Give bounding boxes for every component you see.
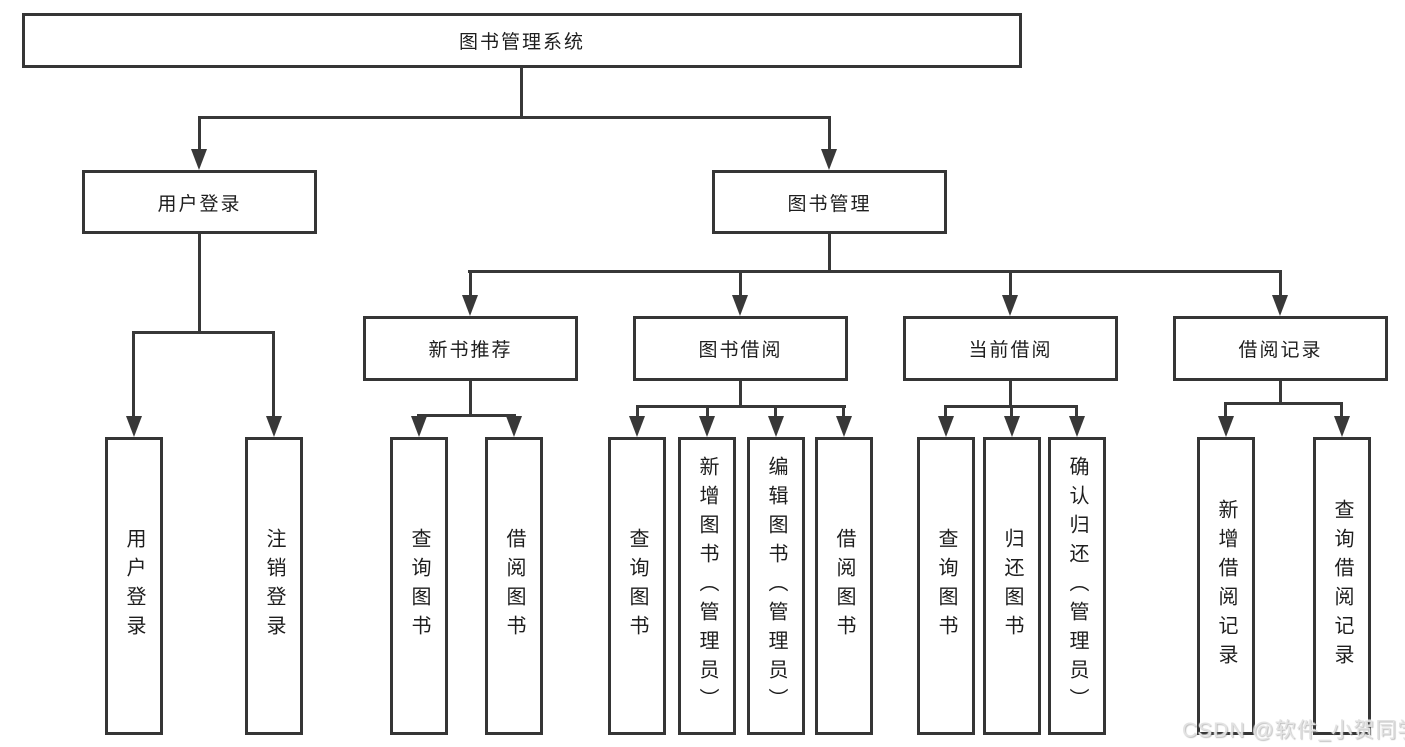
arrow-to-login-leaf1 [126,416,142,437]
connector-sec3-bus [944,405,1078,408]
connector-sec2-stem [739,381,742,408]
node-new-book-recommend: 新书推荐 [363,316,578,381]
leaf-label: 查询图书 [626,528,648,644]
connector-sec1-stem [469,381,472,417]
connector-sec2-l4-stub [842,407,845,417]
leaf-label: 新增图书（管理员） [696,455,718,717]
node-user-login: 用户登录 [82,170,317,234]
node-leaf-edit-books-admin: 编辑图书（管理员） [747,437,805,735]
connector-book-mgmt-stub [828,118,831,150]
leaf-label: 归还图书 [1001,528,1023,644]
node-leaf-borrow-books-recommend: 借阅图书 [485,437,543,735]
arrow-to-borrow-records [1272,295,1288,316]
connector-sec1-stub [469,272,472,297]
node-leaf-user-login: 用户登录 [105,437,163,735]
leaf-label: 编辑图书（管理员） [765,455,787,717]
connector-sec4-stub [1279,272,1282,297]
leaf-label: 借阅图书 [503,528,525,644]
arrow-sec4-leaf2 [1334,416,1350,437]
connector-sec3-l3-stub [1075,407,1078,417]
arrow-to-login-leaf2 [266,416,282,437]
leaf-label: 注销登录 [263,528,285,644]
node-book-management: 图书管理 [712,170,947,234]
leaf-label: 查询借阅记录 [1331,499,1353,673]
connector-login-leaf2-stub [272,333,275,417]
node-leaf-query-books-recommend: 查询图书 [390,437,448,735]
arrow-sec1-leaf2 [506,416,522,437]
connector-level3-bus [468,270,1282,273]
node-library-system: 图书管理系统 [22,13,1022,68]
connector-sec3-l1-stub [944,407,947,417]
connector-login-leaf1-stub [132,333,135,417]
node-leaf-add-borrow-record: 新增借阅记录 [1197,437,1255,735]
node-leaf-confirm-return-admin: 确认归还（管理员） [1048,437,1106,735]
node-book-borrow: 图书借阅 [633,316,848,381]
connector-sec4-l2-stub [1340,404,1343,417]
arrow-sec2-leaf3 [768,416,784,437]
connector-root-stem [520,67,523,118]
connector-mgmt-stem [828,233,831,273]
connector-sec4-l1-stub [1224,404,1227,417]
leaf-label: 确认归还（管理员） [1066,455,1088,717]
node-current-borrow: 当前借阅 [903,316,1118,381]
arrow-sec2-leaf2 [699,416,715,437]
node-leaf-query-books-borrow: 查询图书 [608,437,666,735]
node-leaf-query-books-current: 查询图书 [917,437,975,735]
node-leaf-logout: 注销登录 [245,437,303,735]
connector-sec4-bus [1224,402,1343,405]
connector-sec1-bus [417,414,516,417]
connector-login-stem [198,234,201,334]
connector-sec2-l1-stub [636,407,639,417]
node-borrow-records: 借阅记录 [1173,316,1388,381]
leaf-label: 新增借阅记录 [1215,499,1237,673]
arrow-to-user-login [191,149,207,170]
arrow-to-new-book [462,295,478,316]
csdn-watermark: CSDN @软件_小贺同学 [1182,719,1405,742]
connector-user-login-stub [198,118,201,150]
connector-sec3-stub [1009,272,1012,297]
node-leaf-borrow-books: 借阅图书 [815,437,873,735]
arrow-to-book-borrow [732,295,748,316]
connector-login-bus [132,331,275,334]
arrow-sec3-leaf1 [938,416,954,437]
connector-sec4-stem [1279,381,1282,405]
arrow-to-book-mgmt [821,149,837,170]
connector-sec2-bus [636,405,846,408]
connector-sec2-l2-stub [706,407,709,417]
leaf-label: 用户登录 [123,528,145,644]
node-leaf-add-books-admin: 新增图书（管理员） [678,437,736,735]
node-leaf-return-books: 归还图书 [983,437,1041,735]
arrow-sec4-leaf1 [1218,416,1234,437]
leaf-label: 查询图书 [935,528,957,644]
arrow-sec3-leaf2 [1004,416,1020,437]
leaf-label: 查询图书 [408,528,430,644]
arrow-sec3-leaf3 [1069,416,1085,437]
connector-level2-bus [198,116,831,119]
arrow-sec2-leaf1 [629,416,645,437]
connector-sec2-l3-stub [774,407,777,417]
node-leaf-query-borrow-record: 查询借阅记录 [1313,437,1371,735]
arrow-to-current-borrow [1002,295,1018,316]
connector-sec2-stub [739,272,742,297]
arrow-sec2-leaf4 [836,416,852,437]
leaf-label: 借阅图书 [833,528,855,644]
arrow-sec1-leaf1 [411,416,427,437]
connector-sec3-l2-stub [1010,407,1013,417]
connector-sec3-stem [1009,381,1012,408]
